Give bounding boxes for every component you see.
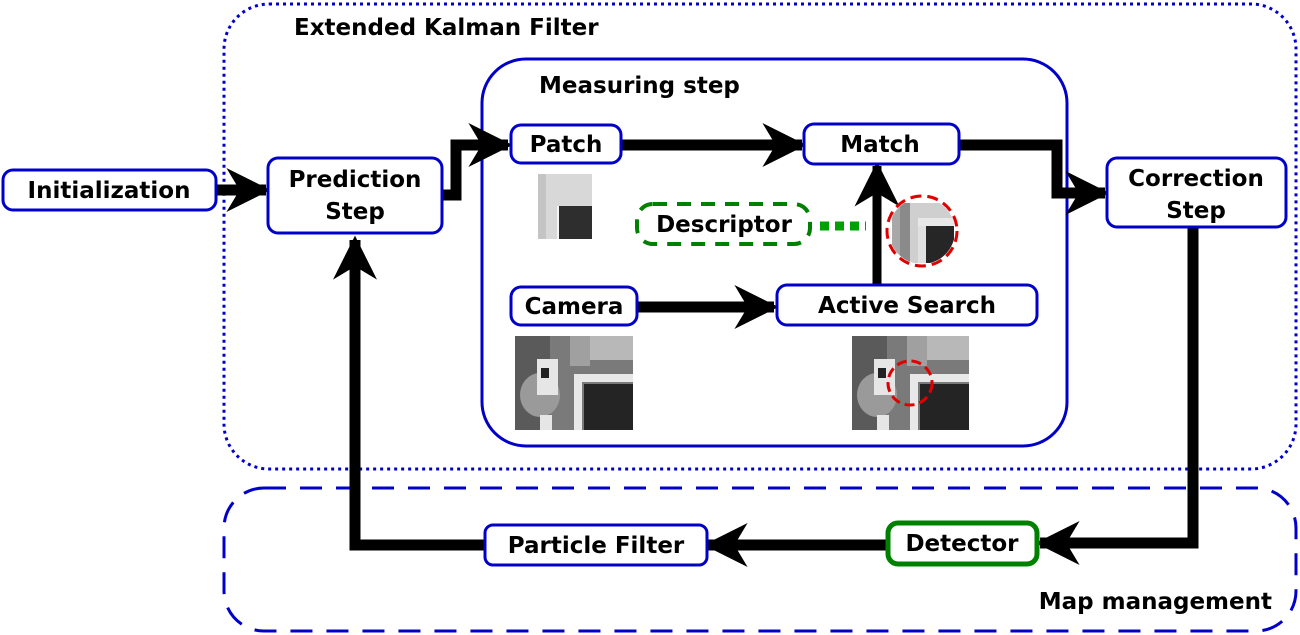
node-match[interactable]: Match: [802, 122, 961, 166]
search-region-circle: [886, 359, 934, 407]
correction-label-line1: Correction: [1128, 166, 1264, 192]
particle-filter-label: Particle Filter: [508, 533, 685, 559]
camera-label: Camera: [525, 294, 624, 320]
active-search-frame-thumbnail: [852, 336, 969, 430]
map-management-group: Map management: [222, 486, 1298, 633]
node-prediction-step[interactable]: Prediction Step: [266, 156, 444, 235]
prediction-label-line2: Step: [325, 199, 385, 225]
map-management-title: Map management: [1039, 589, 1272, 615]
edge-match-correction: [960, 139, 1110, 215]
descriptor-label: Descriptor: [656, 212, 793, 238]
ekf-group-title: Extended Kalman Filter: [294, 15, 599, 41]
edge-prediction-patch: [443, 123, 513, 201]
measuring-step-group: Measuring step: [480, 57, 1069, 448]
patch-thumbnail: [538, 174, 592, 239]
initialization-label: Initialization: [28, 178, 191, 204]
node-initialization[interactable]: Initialization: [1, 168, 218, 212]
node-camera[interactable]: Camera: [509, 285, 639, 327]
edge-particle-prediction: [333, 235, 484, 551]
prediction-label-line1: Prediction: [289, 167, 422, 193]
edge-correction-detector: [1035, 228, 1199, 565]
node-active-search[interactable]: Active Search: [775, 283, 1039, 327]
patch-label: Patch: [530, 132, 603, 158]
camera-frame-thumbnail: [515, 336, 633, 430]
correction-label-line2: Step: [1166, 198, 1226, 224]
match-highlight-circle: [885, 194, 959, 268]
node-detector[interactable]: Detector: [885, 520, 1040, 567]
match-label: Match: [840, 132, 919, 158]
node-descriptor[interactable]: Descriptor: [635, 202, 812, 246]
matched-patch-thumbnail: [885, 194, 959, 268]
node-patch[interactable]: Patch: [509, 123, 623, 165]
node-particle-filter[interactable]: Particle Filter: [483, 523, 709, 567]
active-search-label: Active Search: [818, 293, 996, 319]
edges: [216, 123, 1199, 567]
node-correction-step[interactable]: Correction Step: [1105, 156, 1288, 229]
measuring-step-title: Measuring step: [539, 73, 740, 99]
detector-label: Detector: [905, 531, 1019, 557]
ekf-group: Extended Kalman Filter: [222, 2, 1298, 471]
